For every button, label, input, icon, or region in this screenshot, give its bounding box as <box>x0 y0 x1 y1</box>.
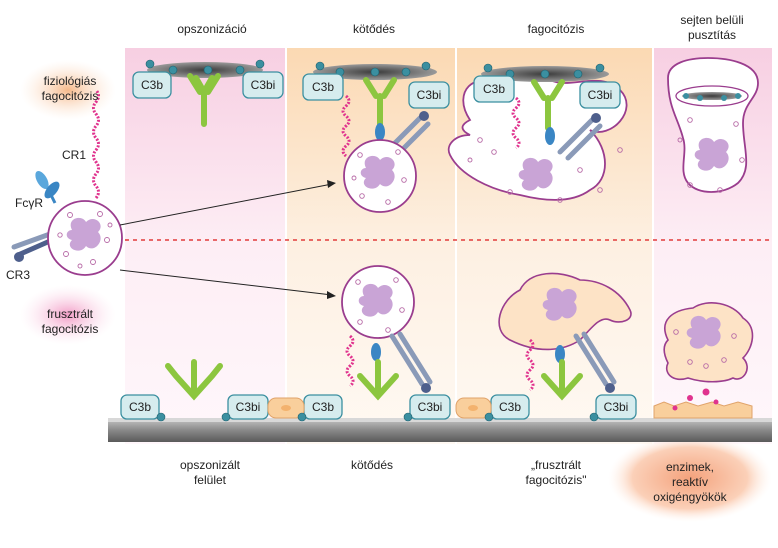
c3b-label: C3b <box>498 400 522 414</box>
arrowhead <box>327 291 336 299</box>
neutrophil-nucleus <box>66 217 101 251</box>
caption-frustrated-line1: „frusztrált <box>530 458 581 472</box>
fcgr-domain <box>35 170 49 190</box>
cr1-chain <box>92 89 100 199</box>
header-binding: kötődés <box>352 22 396 36</box>
c3b-label: C3b <box>128 400 152 414</box>
surface-highlight <box>108 418 772 422</box>
cr3-chain <box>15 238 53 258</box>
killing-top <box>667 57 759 193</box>
header-opsonization: opszonizáció <box>177 22 247 36</box>
arrow-to-frustrated-binding <box>119 269 333 296</box>
c3bi-label: C3bi <box>603 400 629 414</box>
c3b-label: C3b <box>140 78 164 92</box>
c3b-label: C3b <box>311 80 335 94</box>
arrowhead <box>327 180 336 188</box>
granules <box>57 211 113 269</box>
c3bi-label: C3bi <box>417 400 443 414</box>
caption-frustrated-line2: fagocitózis" <box>525 473 587 487</box>
binding-top <box>302 61 450 213</box>
surface-opsonins <box>120 359 753 422</box>
caption-binding: kötődés <box>350 458 394 472</box>
binding-bottom <box>341 265 433 401</box>
header-killing: sejten belüli pusztítás <box>680 13 743 43</box>
c3bi-label: C3bi <box>587 88 613 102</box>
phagocytosis-top <box>447 63 628 203</box>
c3bi-label: C3bi <box>250 78 276 92</box>
cr3-chain <box>11 231 53 250</box>
frustrated-blob <box>20 285 116 345</box>
caption-enzymes: enzimek, reaktív oxigéngyökök <box>646 460 734 505</box>
c3b-label: C3b <box>311 400 335 414</box>
caption-opsonized-surface-line1: opszonizált <box>179 458 241 472</box>
caption-opsonized-surface-line2: felület <box>193 473 227 487</box>
caption-enzymes-line2: reaktív oxigéngyökök <box>653 475 727 504</box>
caption-frustrated: „frusztrált fagocitózis" <box>526 458 587 488</box>
releasing-cell <box>663 302 754 383</box>
resting-neutrophil <box>11 89 123 276</box>
header-phagocytosis: fagocitózis <box>527 22 585 36</box>
fcgr-domain <box>44 181 60 199</box>
label-cr3: CR3 <box>6 268 31 282</box>
enzymes-blob <box>608 434 772 522</box>
label-frustrated-line1: frusztrált <box>46 307 94 321</box>
arrow-to-binding <box>119 183 333 226</box>
cr3-head <box>14 252 24 262</box>
c3bi-label: C3bi <box>235 400 261 414</box>
label-fcgr: FcγR <box>15 196 43 210</box>
label-physiological-line2: fagocitózis <box>41 89 99 103</box>
header-killing-line1: sejten belüli <box>680 13 744 27</box>
header-killing-line2: pusztítás <box>687 28 737 42</box>
label-physiological-line1: fiziológiás <box>43 74 97 88</box>
c3bi-label: C3bi <box>416 88 442 102</box>
caption-enzymes-line1: enzimek, <box>665 460 715 474</box>
physiological-blob <box>20 60 116 120</box>
caption-opsonized-surface: opszonizált felület <box>180 458 240 488</box>
label-physiological: fiziológiás fagocitózis <box>42 74 99 104</box>
label-frustrated: frusztrált fagocitózis <box>42 307 99 337</box>
label-cr1: CR1 <box>62 148 87 162</box>
frustrated-bottom <box>498 272 632 401</box>
opsonized-particle <box>132 59 284 127</box>
label-frustrated-line2: fagocitózis <box>41 322 99 336</box>
c3b-label: C3b <box>482 82 506 96</box>
